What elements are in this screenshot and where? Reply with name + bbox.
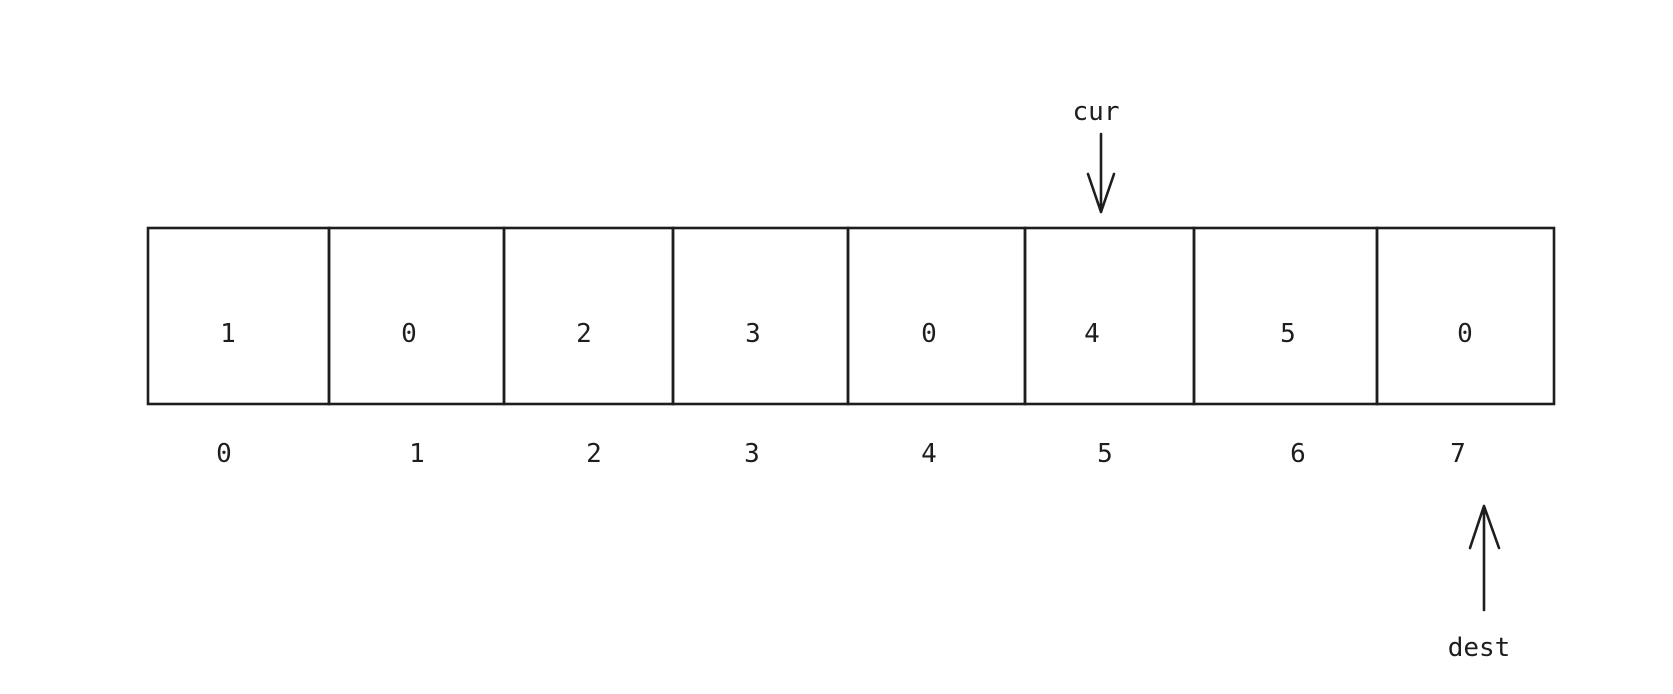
array-cell: 4 bbox=[1023, 226, 1196, 406]
cell-value: 5 bbox=[1280, 319, 1296, 349]
cell-box bbox=[1375, 226, 1556, 406]
array-cells: 1 0 2 3 0 4 5 0 bbox=[146, 226, 1556, 406]
cell-value: 0 bbox=[1457, 319, 1473, 349]
index-label: 6 bbox=[1290, 439, 1306, 469]
cur-arrow-icon bbox=[1086, 132, 1116, 214]
cell-box bbox=[671, 226, 850, 406]
index-labels: 0 1 2 3 4 5 6 7 bbox=[216, 439, 1466, 469]
cell-box bbox=[1192, 226, 1379, 406]
cell-value: 0 bbox=[921, 319, 937, 349]
cell-box bbox=[1023, 226, 1196, 406]
cell-box bbox=[502, 226, 675, 406]
cell-box bbox=[146, 226, 331, 406]
array-cell: 3 bbox=[671, 226, 850, 406]
cell-value: 2 bbox=[576, 319, 592, 349]
array-cell: 0 bbox=[327, 226, 506, 406]
array-cell: 2 bbox=[502, 226, 675, 406]
cell-box bbox=[846, 226, 1027, 406]
cur-label: cur bbox=[1073, 97, 1120, 127]
dest-pointer: dest bbox=[1448, 504, 1511, 663]
cell-value: 4 bbox=[1084, 319, 1100, 349]
cell-value: 0 bbox=[401, 319, 417, 349]
dest-arrow-icon bbox=[1468, 504, 1501, 612]
cell-value: 3 bbox=[745, 319, 761, 349]
index-label: 4 bbox=[921, 439, 937, 469]
index-label: 7 bbox=[1450, 439, 1466, 469]
array-cell: 0 bbox=[846, 226, 1027, 406]
array-cell: 0 bbox=[1375, 226, 1556, 406]
index-label: 1 bbox=[409, 439, 425, 469]
cell-value: 1 bbox=[220, 319, 236, 349]
index-label: 3 bbox=[744, 439, 760, 469]
dest-label: dest bbox=[1448, 633, 1511, 663]
index-label: 5 bbox=[1097, 439, 1113, 469]
index-label: 0 bbox=[216, 439, 232, 469]
array-cell: 1 bbox=[146, 226, 331, 406]
cell-box bbox=[327, 226, 506, 406]
cur-pointer: cur bbox=[1073, 97, 1120, 214]
array-cell: 5 bbox=[1192, 226, 1379, 406]
index-label: 2 bbox=[586, 439, 602, 469]
